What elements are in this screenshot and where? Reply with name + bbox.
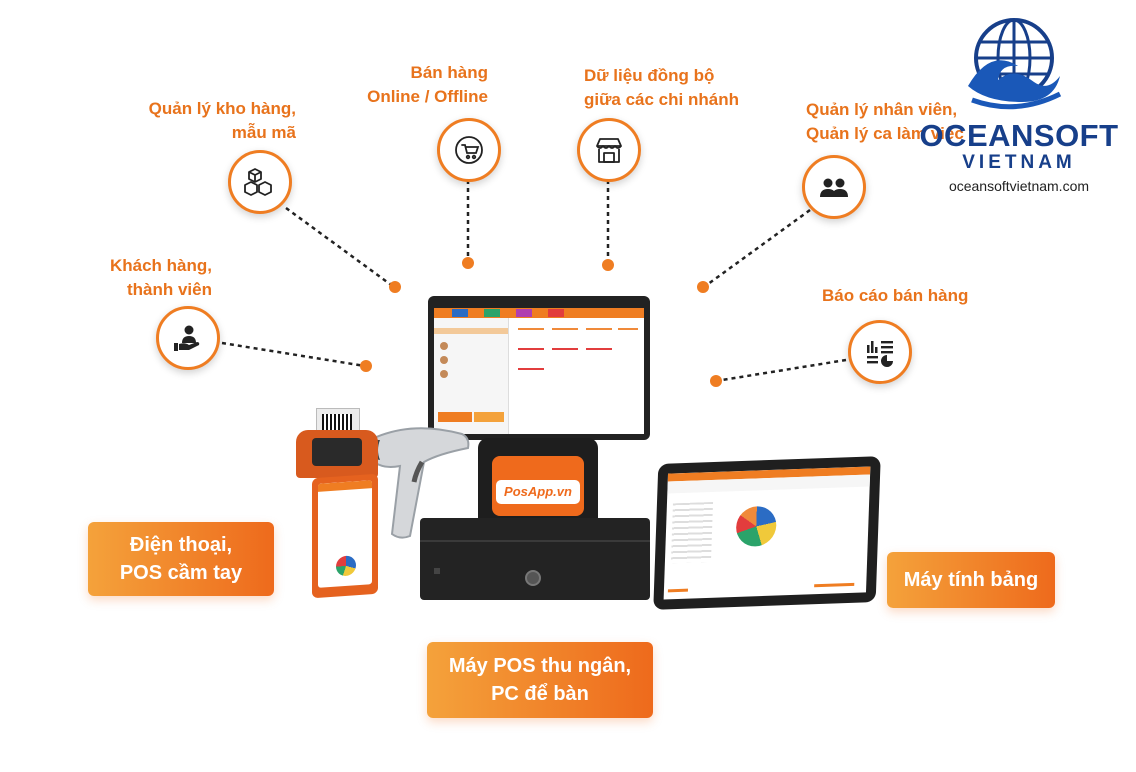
connector-dot bbox=[697, 281, 709, 293]
connector-dot bbox=[389, 281, 401, 293]
brand-subtitle: VIETNAM bbox=[962, 152, 1076, 173]
pos-monitor bbox=[428, 296, 650, 440]
pos-brand-label: PosApp.vn bbox=[504, 484, 572, 499]
connector-dot bbox=[602, 259, 614, 271]
brand-url[interactable]: oceansoftvietnam.com bbox=[948, 178, 1090, 194]
connector-dot bbox=[360, 360, 372, 372]
boxes-icon bbox=[228, 150, 292, 214]
device-tablet-box: Máy tính bảng bbox=[887, 552, 1055, 608]
connector-dot bbox=[462, 257, 474, 269]
feature-baocao-label: Báo cáo bán hàng bbox=[822, 286, 969, 305]
pos-stand: PosApp.vn bbox=[478, 438, 598, 530]
customer-icon bbox=[156, 306, 220, 370]
handheld-pos bbox=[290, 408, 384, 599]
oceansoft-globe-logo bbox=[968, 18, 1062, 110]
cart-icon bbox=[437, 118, 501, 182]
users-icon bbox=[802, 155, 866, 219]
report-icon bbox=[848, 320, 912, 384]
feature-kho-label: Quản lý kho hàng, mẫu mã bbox=[148, 99, 296, 142]
feature-dulieu-label: Dữ liệu đồng bộ giữa các chi nhánh bbox=[584, 66, 739, 109]
cash-drawer bbox=[420, 518, 650, 600]
connector-dot bbox=[710, 375, 722, 387]
brand-name: OCEANSOFT bbox=[919, 118, 1119, 153]
device-phone-box: Điện thoại, POS cầm tay bbox=[88, 522, 274, 596]
feature-nhanvien-label: Quản lý nhân viên, Quản lý ca làm việc bbox=[806, 100, 964, 143]
feature-banhang-label: Bán hàng Online / Offline bbox=[367, 63, 488, 106]
pos-screen bbox=[434, 308, 644, 434]
device-pos-box: Máy POS thu ngân, PC để bàn bbox=[427, 642, 653, 718]
tablet-device bbox=[653, 456, 881, 610]
tablet-screen bbox=[663, 466, 871, 600]
feature-khachhang-label: Khách hàng, thành viên bbox=[109, 256, 212, 299]
store-icon bbox=[577, 118, 641, 182]
